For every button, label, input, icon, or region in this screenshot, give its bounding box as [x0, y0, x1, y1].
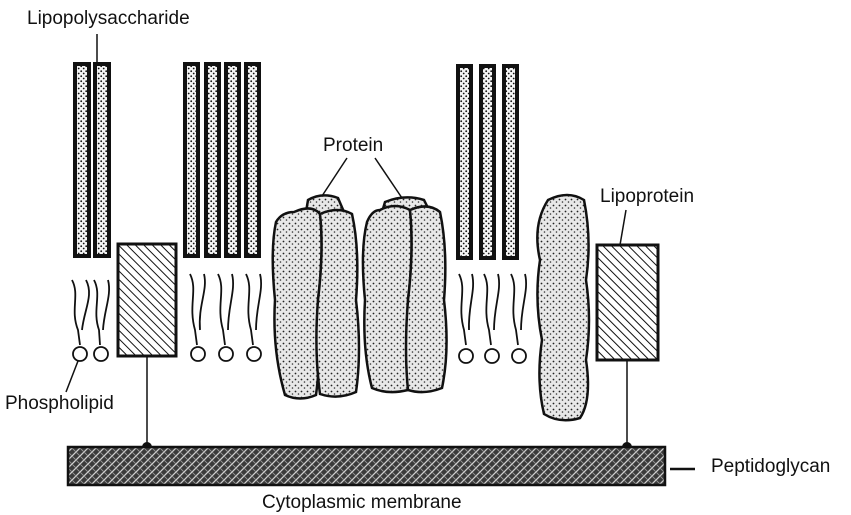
lps-group-1 — [75, 64, 109, 256]
phospholipid-leader-line — [66, 361, 78, 392]
lps-strand — [481, 66, 494, 258]
label-cytoplasmic-membrane: Cytoplasmic membrane — [262, 493, 462, 512]
protein-trimer-right — [363, 197, 447, 392]
lps-group-2 — [185, 64, 259, 256]
lipoprotein-box-left — [118, 244, 176, 356]
phospholipid — [190, 274, 205, 361]
lps-strand — [458, 66, 471, 258]
lipoprotein-box-right — [597, 245, 658, 360]
protein-leader-line — [322, 158, 347, 196]
label-lipopolysaccharide: Lipopolysaccharide — [27, 9, 190, 28]
peptidoglycan-layer — [68, 447, 665, 485]
lps-strand — [95, 64, 109, 256]
lps-strand — [226, 64, 239, 256]
lps-group-3 — [458, 66, 517, 258]
phospholipid — [72, 280, 89, 361]
protein-single — [537, 195, 589, 420]
lps-strand — [504, 66, 517, 258]
phospholipid — [218, 274, 233, 361]
lps-strand — [206, 64, 219, 256]
phospholipid — [484, 274, 499, 363]
label-peptidoglycan: Peptidoglycan — [711, 457, 830, 476]
label-protein: Protein — [323, 136, 383, 155]
phospholipid — [246, 274, 261, 361]
phospholipid — [511, 274, 526, 363]
protein-leader-line — [375, 158, 402, 198]
lipoprotein-leader-line — [620, 210, 626, 245]
lps-strand — [246, 64, 259, 256]
label-lipoprotein: Lipoprotein — [600, 187, 694, 206]
phospholipid — [94, 280, 109, 361]
label-phospholipid: Phospholipid — [5, 394, 114, 413]
phospholipid — [459, 274, 473, 363]
lps-strand — [75, 64, 89, 256]
protein-trimer-left — [273, 195, 359, 398]
lps-strand — [185, 64, 198, 256]
